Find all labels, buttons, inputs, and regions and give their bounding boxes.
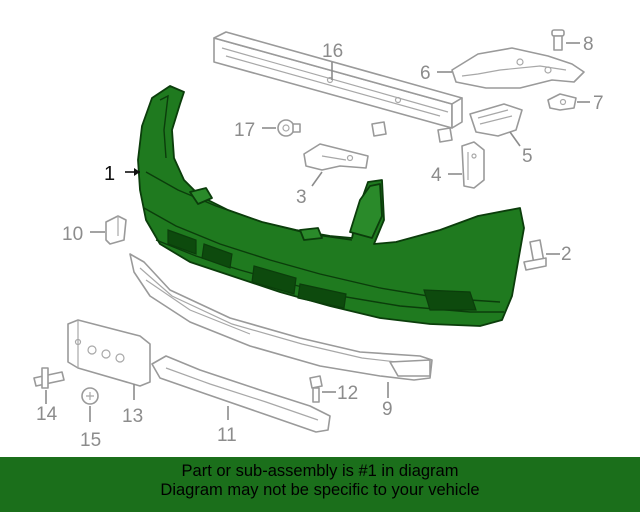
callout-16: 16 bbox=[322, 41, 343, 62]
mounting-bracket-part-3[interactable] bbox=[303, 143, 369, 171]
screw-part-17[interactable] bbox=[277, 119, 301, 137]
block-part-10[interactable] bbox=[105, 215, 127, 245]
callout-3: 3 bbox=[296, 187, 307, 208]
parts-diagram: 16 6 8 7 5 17 3 bbox=[33, 29, 604, 451]
callout-7: 7 bbox=[593, 93, 604, 114]
side-bracket-part-4[interactable] bbox=[461, 141, 485, 189]
callout-8: 8 bbox=[583, 34, 594, 55]
callout-15: 15 bbox=[80, 430, 101, 451]
reinforcement-beam-part[interactable] bbox=[213, 31, 463, 143]
callout-12: 12 bbox=[337, 383, 358, 404]
callout-4: 4 bbox=[431, 165, 442, 186]
callout-14: 14 bbox=[36, 404, 58, 425]
leader-1-arrow bbox=[134, 168, 140, 176]
clip-part-7[interactable] bbox=[547, 93, 577, 111]
leader-5 bbox=[509, 131, 521, 147]
callout-9: 9 bbox=[382, 399, 393, 420]
callout-10: 10 bbox=[62, 224, 83, 245]
diagram-note-banner: Part or sub-assembly is #1 in diagram Di… bbox=[0, 457, 640, 512]
banner-line-1: Part or sub-assembly is #1 in diagram bbox=[181, 462, 459, 480]
callout-11: 11 bbox=[217, 425, 237, 446]
callout-6: 6 bbox=[420, 63, 431, 84]
license-bracket-part-13[interactable] bbox=[67, 319, 151, 387]
leader-3 bbox=[311, 171, 323, 187]
lower-absorber-part-11[interactable] bbox=[151, 355, 331, 433]
callout-17: 17 bbox=[234, 120, 255, 141]
bumper-cover-part-1[interactable] bbox=[137, 85, 525, 327]
push-retainer-part-2[interactable] bbox=[523, 239, 547, 271]
lower-valance-part-9[interactable] bbox=[129, 253, 433, 381]
stud-part-14[interactable] bbox=[33, 367, 65, 389]
callout-5: 5 bbox=[522, 146, 533, 167]
push-pin-part-8[interactable] bbox=[551, 29, 565, 51]
screw-part-15[interactable] bbox=[81, 387, 99, 405]
callout-1: 1 bbox=[104, 163, 115, 185]
callout-13: 13 bbox=[122, 406, 143, 427]
guide-bracket-part-5[interactable] bbox=[469, 103, 523, 137]
callout-2: 2 bbox=[561, 244, 572, 265]
banner-line-2: Diagram may not be specific to your vehi… bbox=[160, 481, 480, 499]
bumper-bracket-part-6[interactable] bbox=[451, 47, 585, 89]
bolt-part-12[interactable] bbox=[309, 375, 323, 403]
